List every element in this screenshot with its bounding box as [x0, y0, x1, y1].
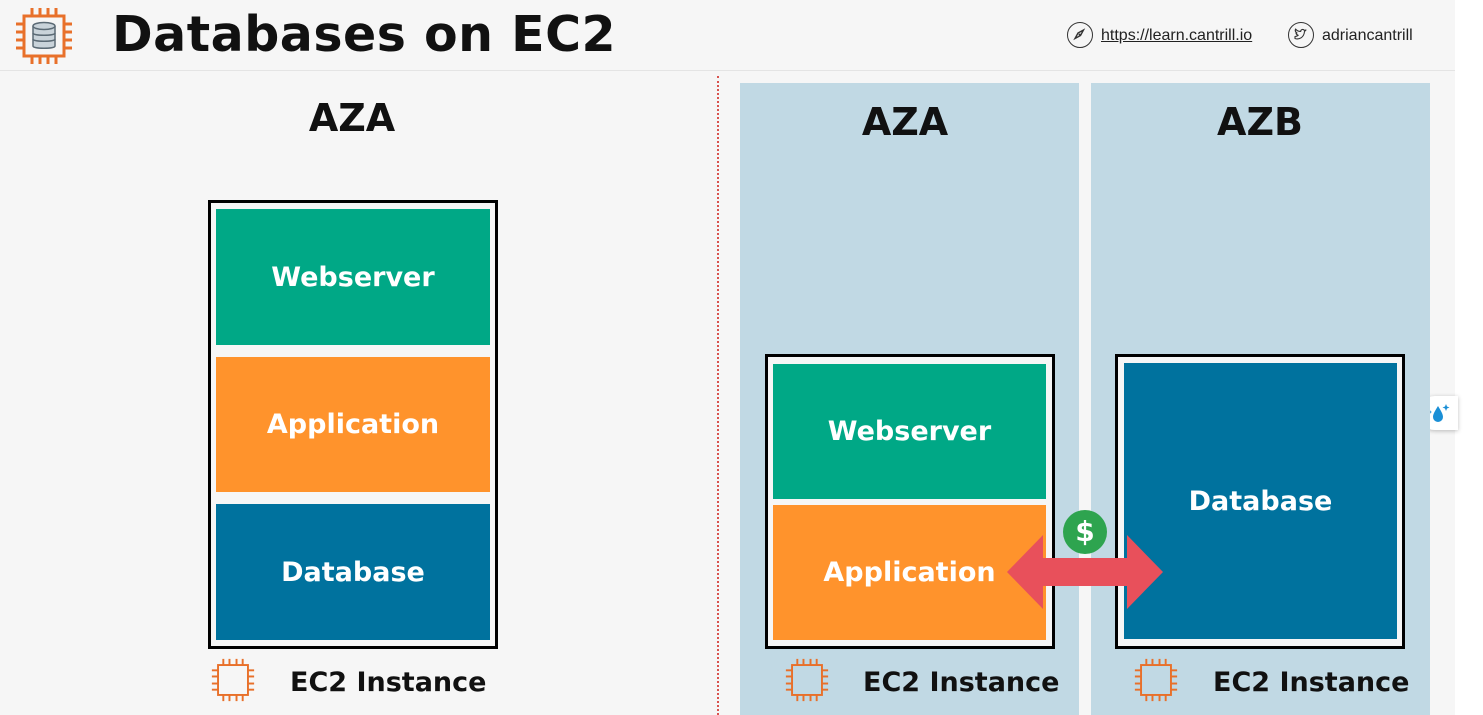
ec2-instance-label-azb: EC2 Instance [1213, 667, 1410, 698]
application-tier-aza: Application [773, 505, 1046, 640]
az-label-left: AZA [308, 96, 396, 140]
section-divider [717, 76, 719, 715]
database-service-icon [16, 8, 72, 64]
application-tier: Application [216, 357, 490, 492]
cost-badge: $ [1063, 510, 1107, 554]
twitter-handle[interactable]: adriancantrill [1322, 27, 1413, 44]
side-panel-strip [1455, 0, 1483, 715]
ec2-instance-label-left: EC2 Instance [290, 667, 487, 698]
cross-az-traffic-arrow [1007, 535, 1163, 609]
sparkle-drop-icon [1428, 404, 1450, 422]
twitter-icon [1288, 22, 1314, 48]
database-tier-azb: Database [1124, 363, 1397, 639]
webserver-tier-aza: Webserver [773, 364, 1046, 499]
webserver-tier: Webserver [216, 209, 490, 345]
ec2-chip-icon-azb [1134, 658, 1178, 702]
database-tier: Database [216, 504, 490, 640]
header-bar [0, 0, 1455, 71]
ec2-instance-label-aza: EC2 Instance [863, 667, 1060, 698]
website-link[interactable]: https://learn.cantrill.io [1101, 27, 1253, 44]
ec2-chip-icon-aza [785, 658, 829, 702]
az-label-b: AZB [1217, 100, 1303, 144]
ec2-chip-icon [211, 658, 255, 702]
compass-icon [1067, 22, 1093, 48]
page-title: Databases on EC2 [112, 6, 617, 63]
az-label-a: AZA [861, 100, 949, 144]
